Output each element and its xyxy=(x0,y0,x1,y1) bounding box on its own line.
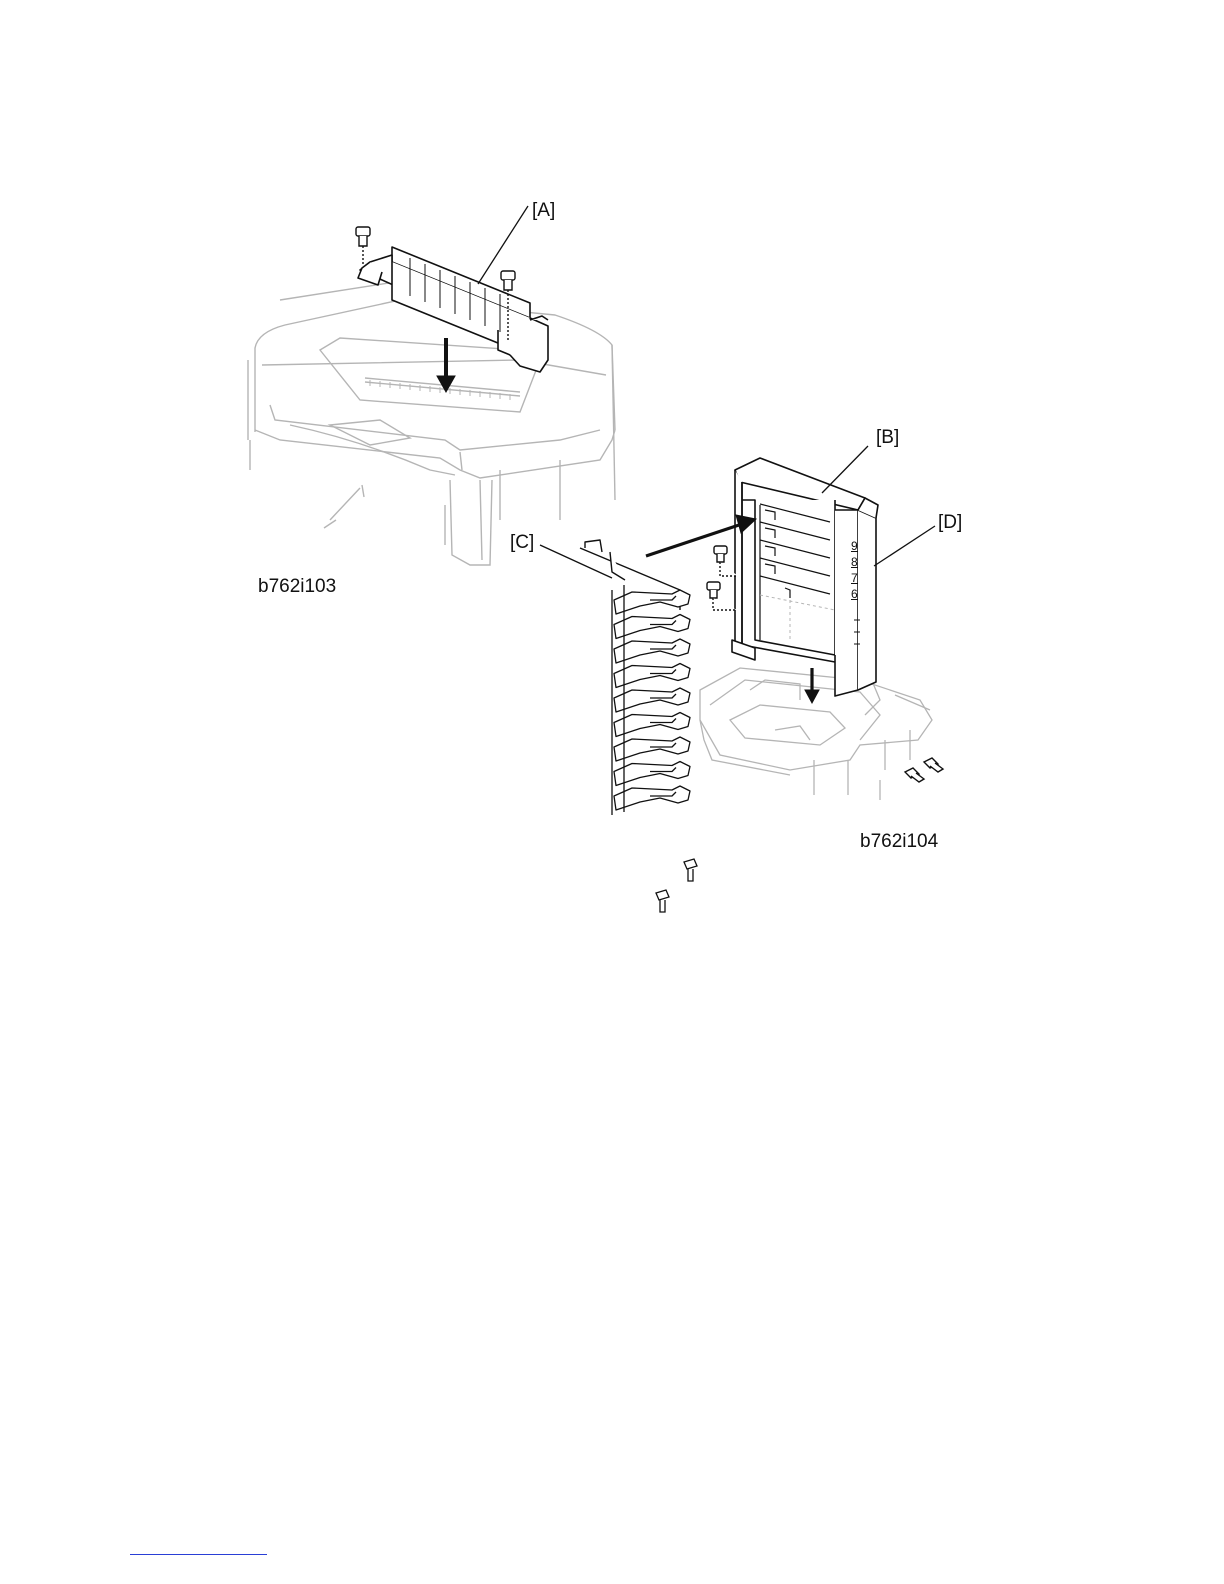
bin-tray xyxy=(614,762,690,786)
callout-c: [C] xyxy=(510,533,534,552)
screw-icon xyxy=(684,859,697,881)
bin-number: 9 xyxy=(851,540,865,556)
bin-tray xyxy=(614,688,690,712)
bin-tray xyxy=(614,664,690,688)
bin-number: 7 xyxy=(851,572,865,588)
bin-tray xyxy=(614,590,690,614)
bin-tray xyxy=(614,786,690,810)
leader-d xyxy=(874,526,935,566)
bin-tray xyxy=(614,639,690,663)
figure-caption-2: b762i104 xyxy=(860,832,938,851)
callout-d: [D] xyxy=(938,513,962,532)
callout-b: [B] xyxy=(876,428,899,447)
leader-b xyxy=(822,446,868,493)
bin-number: 8 xyxy=(851,556,865,572)
bin-tray xyxy=(614,615,690,639)
machine-base-faint xyxy=(700,640,932,800)
footer-link-rule xyxy=(130,1554,267,1555)
bin-tray xyxy=(614,737,690,761)
screw-icon xyxy=(905,768,924,782)
screw-icon xyxy=(656,890,669,912)
bin-number: 6 xyxy=(851,588,865,604)
screw-icon xyxy=(707,582,737,610)
bin-number-list: 9 8 7 6 xyxy=(851,540,865,604)
bin-tray xyxy=(614,713,690,737)
screw-icon xyxy=(924,758,943,772)
install-arrow-down xyxy=(805,668,819,703)
bins-c-trays xyxy=(612,585,690,815)
